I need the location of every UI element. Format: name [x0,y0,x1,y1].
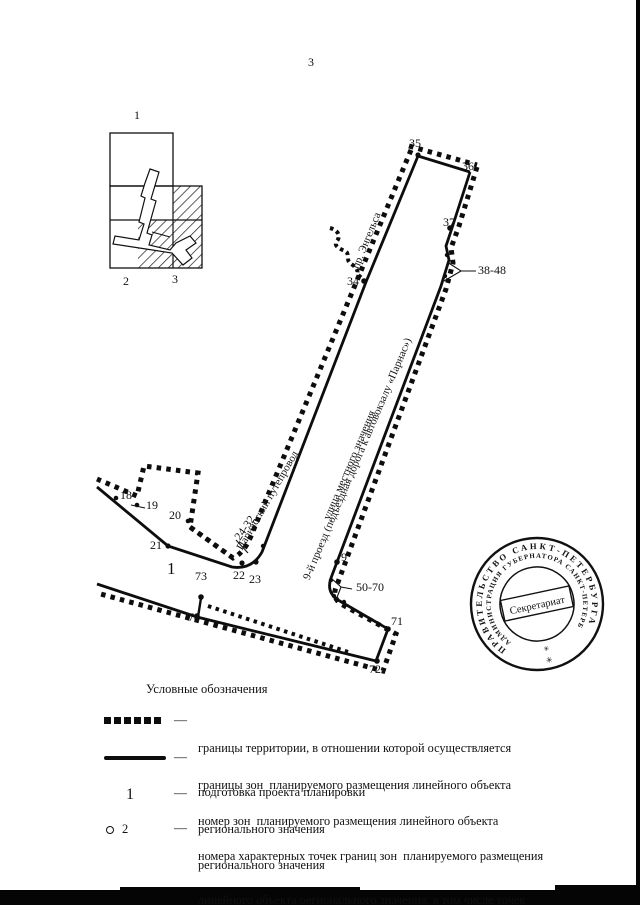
stamp-star-inner: ✳ [543,644,551,653]
legend-dash: — [174,712,187,727]
scan-artifact-bump2 [555,885,640,893]
point-label-36: 36 [462,159,474,173]
point-label-50-70: 50-70 [356,580,384,594]
official-stamp: ПРАВИТЕЛЬСТВО САНКТ-ПЕТЕРБУРГА АДМИНИСТР… [462,529,608,672]
legend-text-line: границы территории, в отношении которой … [198,741,512,756]
legend-dash: — [174,820,187,835]
legend-symbol-dotted [104,714,174,724]
point-label-37: 37 [443,215,455,229]
legend-text-line: линейного объекта регионального значения… [198,892,526,905]
legend-heading: Условные обозначения [146,682,268,696]
point-label-21: 21 [150,538,162,552]
point-label-73: 73 [195,569,207,583]
leader-lines [130,261,476,601]
stamp-star-outer: ✳ [545,655,554,665]
stamp-inner-circle [499,566,575,642]
inset-sheet-1 [109,132,174,187]
legend-dash: — [174,785,187,800]
point-label-19: 19 [146,498,158,512]
page-number: 3 [308,55,314,69]
inset-sheet-frame [109,185,203,269]
inset-sheet-label-1: 1 [134,108,140,122]
legend-text-line: границы зон планируемого размещения лине… [198,778,512,793]
legend-text-line: регионального значения [198,821,325,836]
territory-boundary-dotted [96,143,480,675]
stamp-center-box [499,585,575,622]
legend-dash: — [174,749,187,764]
legend-symbol-solid-line [104,751,174,760]
legend-point-circle-icon [106,825,114,834]
zone-number-label: 1 [167,559,176,578]
legend-text-line: номера характерных точек границ зон план… [198,849,544,864]
scan-artifact-right-strip [636,0,640,905]
scan-artifact-bump [120,887,360,893]
point-label-72: 72 [369,662,381,676]
point-label-18: 18 [120,488,132,502]
point-label-74: 74 [188,610,200,624]
legend-text-line: регионального значения [198,857,325,872]
scan-artifact-bottom-bar [0,890,640,905]
legend-symbol-point: 2 [106,822,176,837]
legend-point-number: 2 [122,822,129,836]
inset-sheet-label-2: 2 [123,274,129,288]
point-label-71: 71 [391,614,403,628]
point-label-38-48: 38-48 [478,263,506,277]
point-label-23: 23 [249,572,261,586]
zone-boundary-solid [96,154,472,663]
stamp-outer-circle [469,536,605,672]
point-label-9: 9 [341,550,347,564]
point-label-20: 20 [169,508,181,522]
inset-corridor-outline [112,168,197,266]
inset-sheet-label-3: 3 [172,272,178,286]
key-map-inset [109,132,203,269]
legend-text-line: подготовка проекта планировки [198,784,366,799]
point-label-22: 22 [233,568,245,582]
point-markers [113,152,453,664]
legend-symbol-zone-number: 1 [126,786,134,803]
point-label-34: 34 [347,274,359,288]
point-label-35: 35 [409,136,421,150]
legend-text-line: номер зон планируемого размещения линейн… [198,814,499,829]
